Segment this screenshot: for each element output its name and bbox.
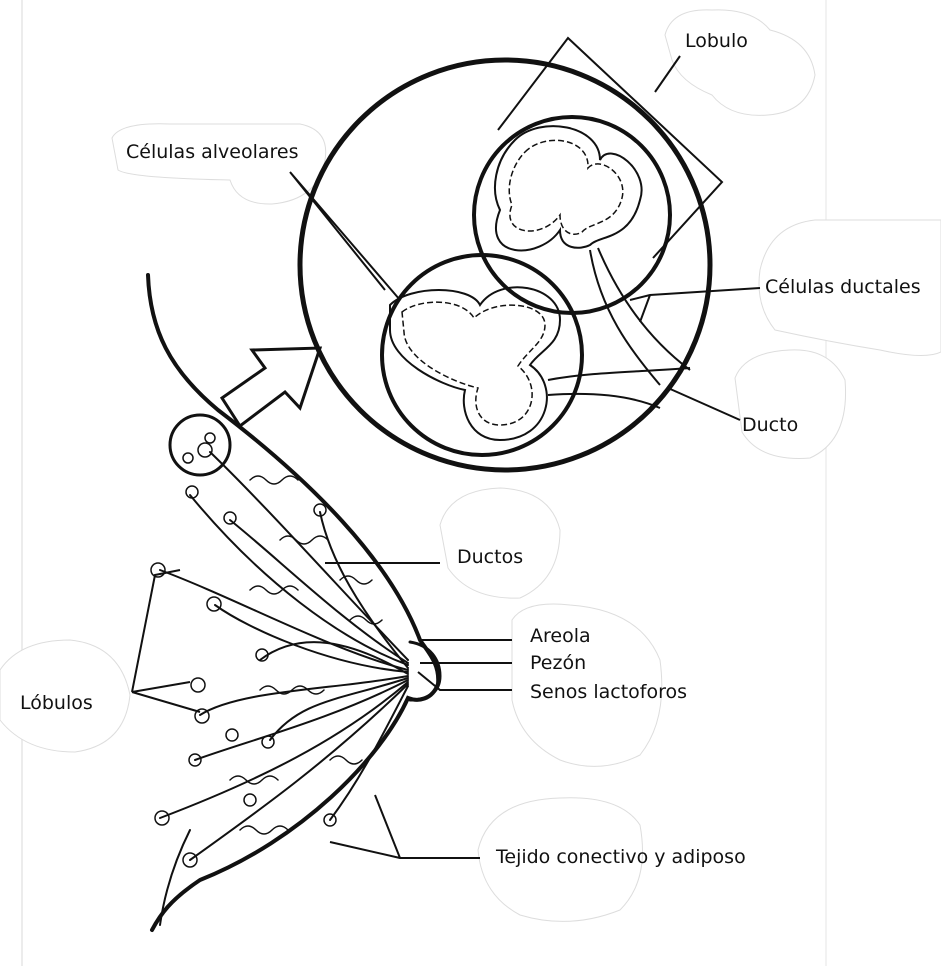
duct-branch-lower	[548, 394, 660, 408]
label-ducto: Ducto	[742, 414, 798, 436]
magnified-view	[290, 38, 760, 470]
lobulos-bracket	[132, 570, 200, 712]
label-tejido-conectivo: Tejido conectivo y adiposo	[495, 846, 746, 868]
upper-lobule-ring	[474, 117, 670, 313]
ducts	[160, 452, 408, 860]
ducto-leader	[668, 388, 740, 420]
label-lobulos: Lóbulos	[20, 692, 93, 714]
tejido-leader	[330, 795, 480, 858]
celulas-ductales-leader	[630, 288, 760, 322]
lower-lobule-ring	[382, 255, 582, 455]
duct-channel-lower	[590, 250, 660, 385]
label-pezon: Pezón	[530, 652, 586, 674]
label-celulas-ductales: Células ductales	[765, 276, 921, 298]
lower-alveolus-inner	[402, 302, 545, 425]
zoom-arrow	[222, 348, 320, 426]
label-senos-lactoforos: Senos lactoforos	[530, 681, 687, 703]
label-lobulo: Lobulo	[685, 30, 748, 52]
upper-alveolus-outer	[495, 126, 642, 250]
celulas-alveolares-leader	[290, 172, 400, 300]
label-celulas-alveolares: Células alveolares	[126, 141, 299, 163]
lower-alveolus-outer	[390, 287, 560, 440]
duct-branch-upper	[548, 368, 690, 380]
label-leader-lines	[132, 563, 512, 858]
label-areola: Areola	[530, 625, 591, 647]
label-ductos: Ductos	[457, 546, 523, 568]
